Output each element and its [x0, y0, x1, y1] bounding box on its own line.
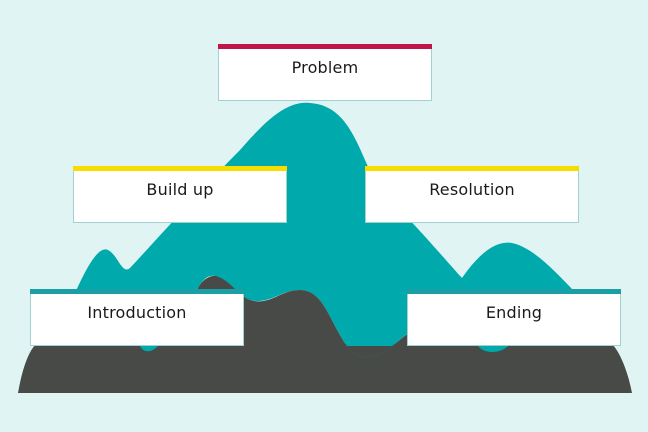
accent-bar	[365, 166, 579, 171]
stage-label: Resolution	[429, 180, 515, 199]
accent-bar	[73, 166, 287, 171]
stage-label: Build up	[146, 180, 214, 199]
accent-bar	[218, 44, 432, 49]
ending-dip	[478, 346, 508, 352]
ground-base	[18, 344, 632, 393]
accent-bar	[407, 289, 621, 294]
stage-box-resolution: Resolution	[365, 166, 579, 223]
stage-label: Ending	[485, 303, 543, 322]
stage-box-ending: Ending	[407, 289, 621, 346]
stage-label: Problem	[291, 58, 359, 77]
ground-hills	[196, 275, 430, 358]
stage-box-problem: Problem	[218, 44, 432, 101]
stage-box-build-up: Build up	[73, 166, 287, 223]
accent-bar	[30, 289, 244, 294]
stage-label: Introduction	[87, 303, 187, 322]
stage-box-introduction: Introduction	[30, 289, 244, 346]
intro-dip	[140, 346, 158, 352]
